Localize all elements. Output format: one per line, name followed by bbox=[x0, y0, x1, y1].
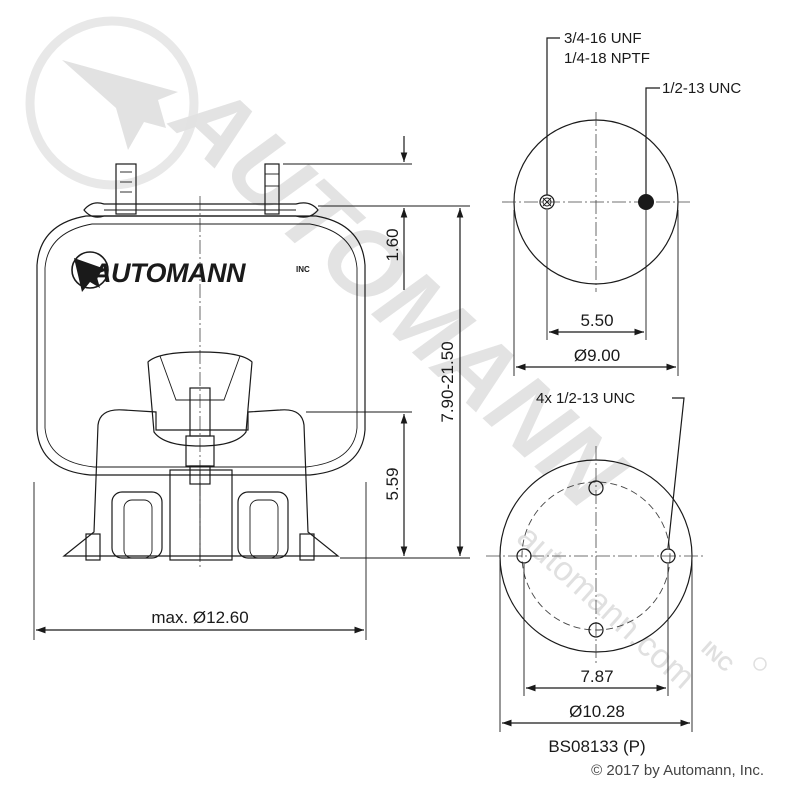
bolt-hole-bottom-icon bbox=[588, 622, 604, 638]
dim-overall-diameter: max. Ø12.60 bbox=[151, 608, 248, 627]
stud-hole-icon bbox=[638, 194, 654, 210]
dim-top-plate-diameter: Ø9.00 bbox=[574, 346, 620, 365]
watermark-arrow-icon bbox=[62, 60, 178, 150]
piston-cavity-left bbox=[111, 491, 163, 559]
bellows bbox=[36, 215, 366, 476]
bolt-bottom-right bbox=[299, 533, 315, 561]
dim-stud-height: 1.60 bbox=[383, 228, 402, 261]
watermark: AUTOMANN automann.com INC bbox=[25, 16, 767, 696]
stud-left bbox=[115, 163, 137, 215]
side-view: AUTOMANN INC 1.60 7.90-21.50 5.59 max. Ø… bbox=[33, 136, 470, 640]
label-air-fitting-1: 3/4-16 UNF bbox=[564, 30, 642, 47]
dim-stud-spacing: 5.50 bbox=[580, 311, 613, 330]
logo-text: AUTOMANN bbox=[91, 258, 246, 288]
automann-logo: AUTOMANN INC bbox=[71, 251, 310, 292]
label-air-fitting-2: 1/4-18 NPTF bbox=[564, 50, 650, 67]
copyright: © 2017 by Automann, Inc. bbox=[591, 762, 764, 779]
bolt-hole-right-icon bbox=[660, 548, 676, 564]
dim-bolt-circle: 7.87 bbox=[580, 667, 613, 686]
dim-height-range: 7.90-21.50 bbox=[438, 341, 457, 422]
dim-piston-height: 5.59 bbox=[383, 467, 402, 500]
label-stud: 1/2-13 UNC bbox=[662, 80, 741, 97]
piston bbox=[62, 409, 340, 557]
watermark-registered-icon bbox=[753, 657, 767, 671]
logo-arrow-icon bbox=[74, 258, 108, 292]
part-number: BS08133 (P) bbox=[548, 737, 645, 756]
bottom-plate-view: 4x 1/2-13 UNC 7.87 Ø10.28 bbox=[486, 390, 706, 732]
watermark-suffix: INC bbox=[697, 637, 737, 676]
stud-right bbox=[264, 163, 280, 215]
dim-bottom-plate-diameter: Ø10.28 bbox=[569, 702, 625, 721]
logo-suffix: INC bbox=[296, 265, 310, 274]
piston-cavity-right bbox=[237, 491, 289, 559]
label-holes: 4x 1/2-13 UNC bbox=[536, 390, 635, 407]
watermark-circle bbox=[25, 16, 199, 190]
bolt-hole-left-icon bbox=[516, 548, 532, 564]
top-bead-plate bbox=[83, 202, 319, 218]
top-plate-view: 3/4-16 UNF 1/4-18 NPTF 1/2-13 UNC 5.50 Ø… bbox=[502, 30, 741, 376]
watermark-brand: AUTOMANN bbox=[151, 58, 647, 531]
bumper bbox=[147, 351, 253, 447]
bolt-bottom-left bbox=[85, 533, 101, 561]
bolt-hole-top-icon bbox=[588, 480, 604, 496]
